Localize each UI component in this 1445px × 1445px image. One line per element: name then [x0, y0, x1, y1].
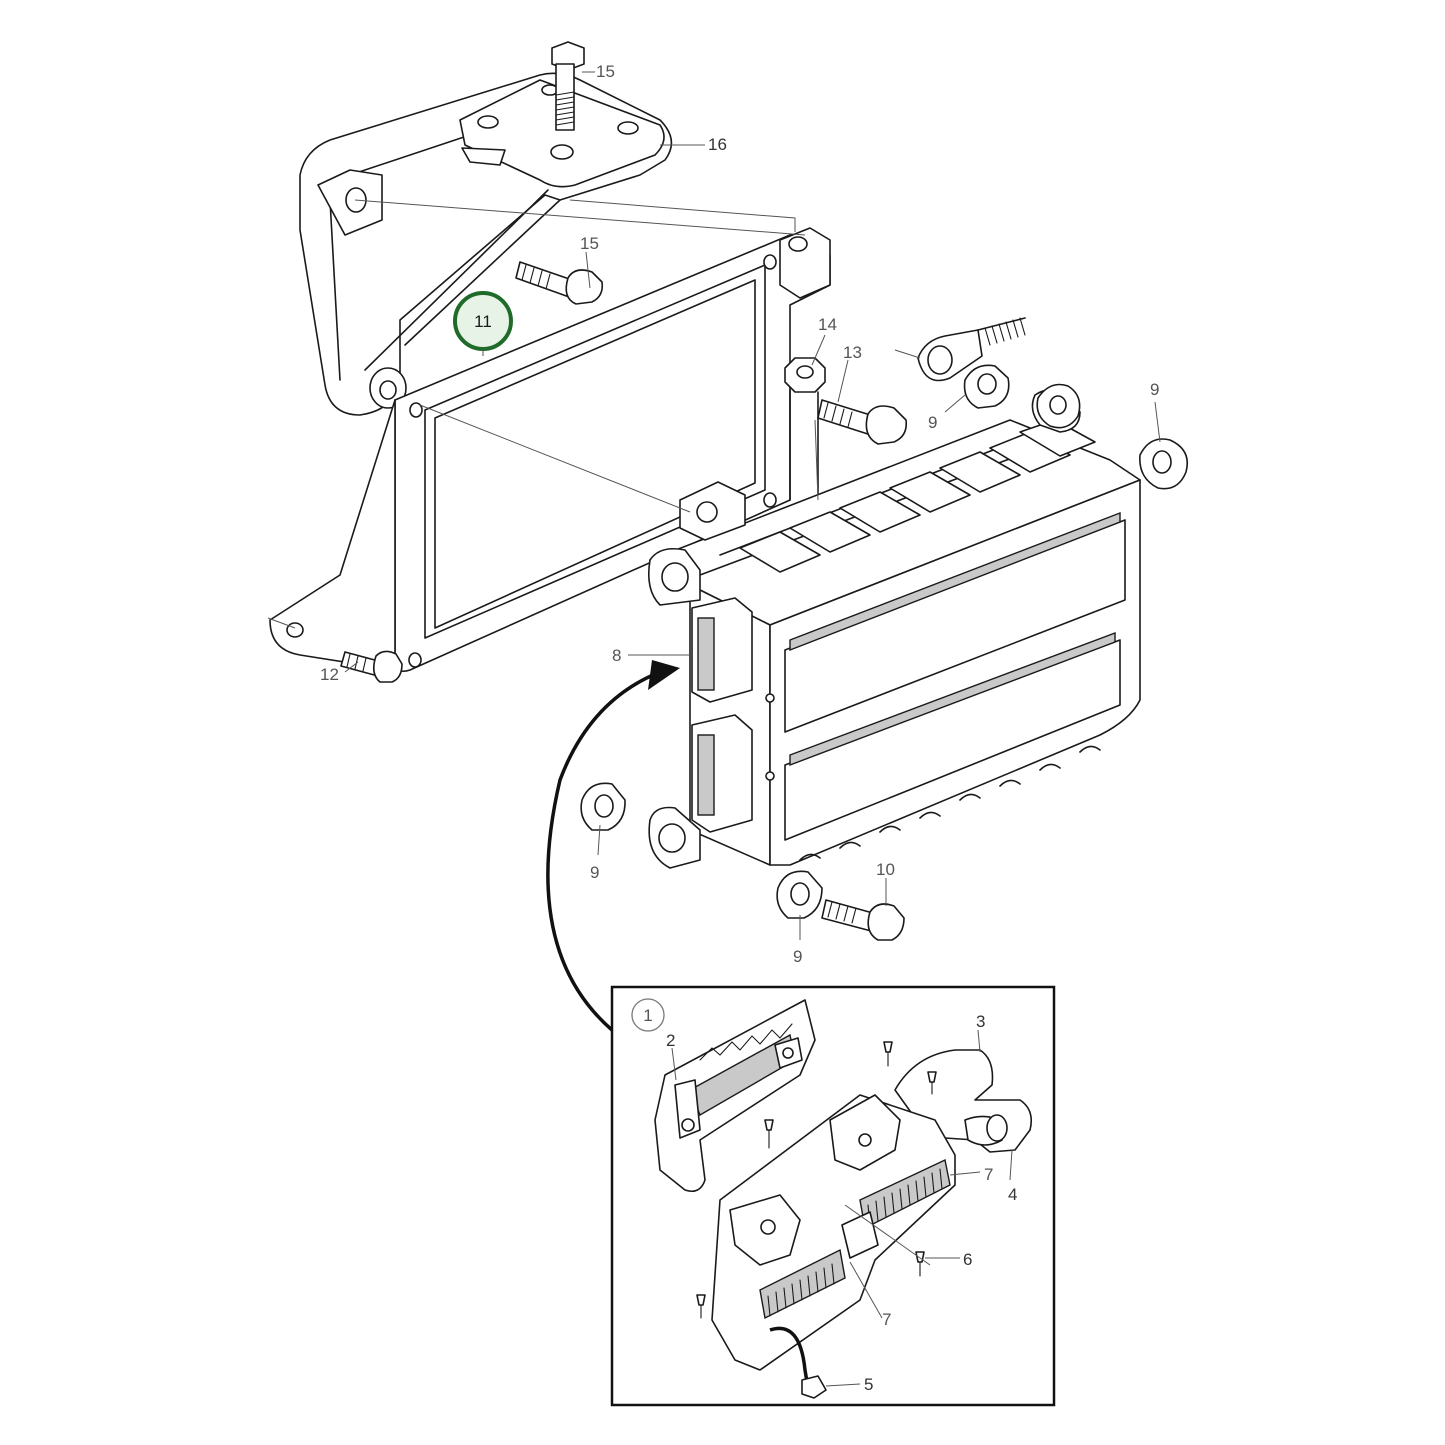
callout-11-label: 11	[474, 312, 492, 331]
label-16: 16	[708, 135, 727, 154]
label-9-washer-top: 9	[928, 413, 937, 432]
label-15-mid: 15	[580, 234, 599, 253]
bolt-10	[821, 899, 905, 941]
inset-label-3: 3	[976, 1012, 985, 1031]
label-15-top: 15	[596, 62, 615, 81]
detail-arrow	[546, 660, 680, 1032]
gasket-frame	[269, 227, 831, 673]
inset-label-5: 5	[864, 1375, 873, 1394]
label-8: 8	[612, 646, 621, 665]
inset-screws	[696, 1041, 937, 1319]
inset-index-circle	[631, 998, 665, 1032]
label-9-left: 9	[590, 863, 599, 882]
label-10: 10	[876, 860, 895, 879]
mid-bolt	[515, 261, 604, 305]
inset-label-6: 6	[963, 1250, 972, 1269]
bolt-12	[340, 650, 403, 683]
control-unit	[647, 389, 1141, 869]
label-9-bottom: 9	[793, 947, 802, 966]
top-bolt	[551, 41, 585, 131]
inset-label-7-upper: 7	[984, 1165, 993, 1184]
inset-index-label: 1	[643, 1006, 652, 1025]
label-9-right: 9	[1150, 380, 1159, 399]
leader-lines	[267, 71, 1161, 940]
bolt-13	[817, 399, 908, 445]
nut	[784, 357, 826, 501]
label-14: 14	[818, 315, 837, 334]
inset-detail: 1	[610, 985, 1056, 1407]
upper-bracket	[299, 72, 673, 416]
label-13: 13	[843, 343, 862, 362]
cable-grommet	[917, 317, 1026, 382]
inset-label-4: 4	[1008, 1185, 1017, 1204]
inset-label-7-lower: 7	[882, 1310, 891, 1329]
washers	[580, 364, 1189, 919]
callout-11-highlight[interactable]: 11	[453, 291, 513, 356]
inset-label-2: 2	[666, 1031, 675, 1050]
label-12: 12	[320, 665, 339, 684]
